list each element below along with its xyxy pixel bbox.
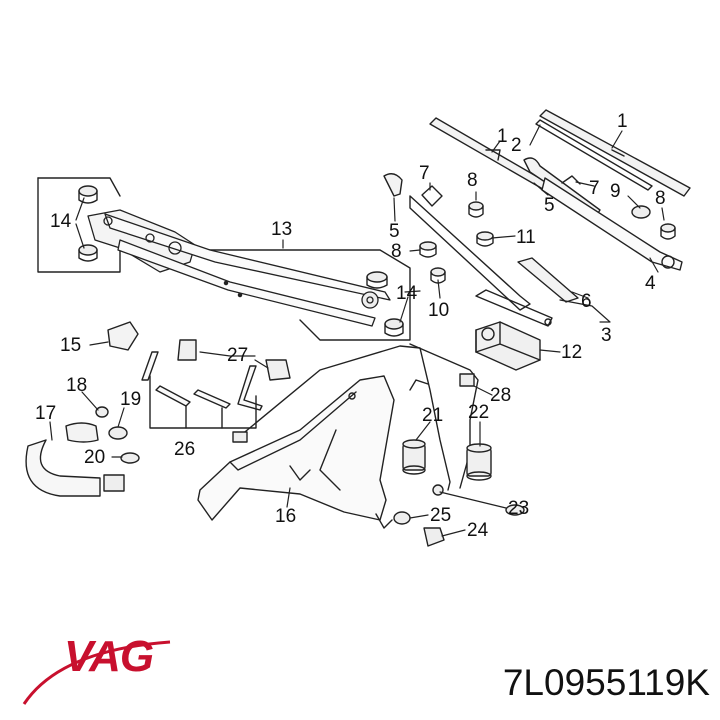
callout-12: 12 xyxy=(561,342,583,363)
leader-lines xyxy=(49,124,665,537)
motor-bracket xyxy=(475,257,579,327)
brand-logo-text: VAG xyxy=(64,632,154,681)
callout-9: 9 xyxy=(610,181,621,202)
callout-14: 14 xyxy=(396,283,418,304)
callout-1: 1 xyxy=(617,111,628,132)
callout-25: 25 xyxy=(430,505,452,526)
callout-7: 7 xyxy=(589,178,600,199)
part-number: 7L0955119K xyxy=(502,662,710,703)
callout-3: 3 xyxy=(601,325,612,346)
callout-7: 7 xyxy=(419,163,430,184)
callout-17: 17 xyxy=(35,403,57,424)
callout-21: 21 xyxy=(422,405,444,426)
wiper-motor xyxy=(475,321,541,371)
callout-18: 18 xyxy=(66,375,88,396)
callout-8: 8 xyxy=(655,188,666,209)
callout-5: 5 xyxy=(389,221,400,242)
callout-5: 5 xyxy=(544,195,555,216)
wiring-harness xyxy=(232,343,479,491)
callout-26: 26 xyxy=(174,439,196,460)
callout-4: 4 xyxy=(645,273,656,294)
callout-27: 27 xyxy=(227,345,249,366)
grommet-parts xyxy=(78,185,404,337)
wiper-linkage-frame xyxy=(87,209,391,327)
callout-8: 8 xyxy=(467,170,478,191)
callout-8: 8 xyxy=(391,241,402,262)
callout-10: 10 xyxy=(428,300,450,321)
linkage-group-box xyxy=(37,177,411,341)
washer-hoses-and-nozzles xyxy=(25,321,291,497)
callout-1: 1 xyxy=(497,126,508,147)
callout-24: 24 xyxy=(467,520,489,541)
callout-6: 6 xyxy=(581,291,592,312)
callout-2: 2 xyxy=(511,135,522,156)
wiper-blades xyxy=(429,109,691,197)
callout-11: 11 xyxy=(516,227,536,248)
callout-13: 13 xyxy=(271,219,293,240)
washer-pumps xyxy=(393,439,525,547)
callout-15: 15 xyxy=(60,335,82,356)
callout-23: 23 xyxy=(508,498,530,519)
callout-19: 19 xyxy=(120,389,142,410)
callout-22: 22 xyxy=(468,402,490,423)
callout-14: 14 xyxy=(50,211,72,232)
callout-28: 28 xyxy=(490,385,512,406)
callout-16: 16 xyxy=(275,506,297,527)
vag-logo-swoosh xyxy=(22,640,171,705)
small-fittings xyxy=(419,175,676,284)
callout-20: 20 xyxy=(84,447,106,468)
washer-reservoir xyxy=(197,375,395,529)
